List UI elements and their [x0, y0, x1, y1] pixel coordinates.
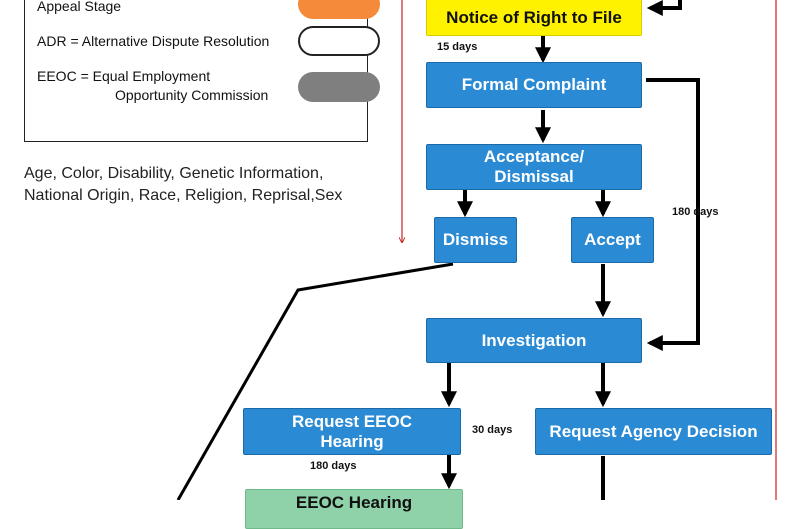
node-request-hearing-label-1: Request EEOC — [292, 411, 412, 431]
duration-30-days: 30 days — [472, 424, 513, 436]
node-investigation[interactable]: Investigation — [426, 318, 642, 363]
arrow-formal-investigation-180 — [646, 78, 700, 351]
node-acceptance-label-1: Acceptance/ — [483, 147, 585, 166]
legend-adr-label: ADR = Alternative Dispute Resolution — [37, 33, 270, 49]
node-dismiss[interactable]: Dismiss — [434, 217, 517, 263]
line-dismiss-appeal — [176, 262, 454, 500]
legend: Appeal Stage ADR = Alternative Dispute R… — [24, 0, 380, 142]
node-notice-label: Notice of Right to File — [446, 8, 622, 27]
node-request-decision-label: Request Agency Decision — [549, 421, 758, 441]
protected-bases-line-1: Age, Color, Disability, Genetic Informat… — [24, 165, 324, 182]
flow-connectors — [176, 0, 777, 500]
node-request-eeoc-hearing[interactable]: Request EEOC Hearing — [243, 408, 461, 455]
node-request-hearing-label-2: Hearing — [320, 431, 384, 451]
legend-eeoc-label-1: EEOC = Equal Employment — [37, 68, 211, 84]
legend-appeal-label: Appeal Stage — [37, 0, 122, 14]
protected-bases-text: Age, Color, Disability, Genetic Informat… — [24, 163, 404, 207]
node-request-agency-decision[interactable]: Request Agency Decision — [535, 408, 772, 455]
node-investigation-label: Investigation — [481, 330, 587, 350]
legend-eeoc-swatch — [298, 72, 380, 102]
node-acceptance-label-2: Dismissal — [494, 167, 574, 186]
node-dismiss-label: Dismiss — [442, 230, 509, 249]
node-formal-complaint[interactable]: Formal Complaint — [426, 62, 642, 108]
duration-15-days: 15 days — [437, 41, 478, 53]
legend-eeoc-label-2: Opportunity Commission — [115, 87, 269, 103]
node-eeoc-hearing[interactable]: EEOC Hearing — [245, 489, 463, 529]
duration-180-days-investigation: 180 days — [672, 206, 719, 218]
node-acceptance-dismissal[interactable]: Acceptance/ Dismissal — [426, 144, 642, 190]
legend-adr-swatch — [298, 26, 380, 56]
legend-appeal-swatch — [298, 0, 380, 19]
node-formal-label: Formal Complaint — [461, 75, 607, 94]
arrow-into-notice — [646, 0, 682, 16]
node-accept[interactable]: Accept — [571, 217, 654, 263]
duration-180-days-hearing: 180 days — [310, 460, 357, 472]
node-accept-label: Accept — [584, 230, 641, 249]
node-notice-of-right-to-file[interactable]: Notice of Right to File — [426, 0, 642, 36]
protected-bases-line-2: National Origin, Race, Religion, Reprisa… — [24, 187, 343, 204]
node-eeoc-hearing-label: EEOC Hearing — [295, 493, 413, 512]
